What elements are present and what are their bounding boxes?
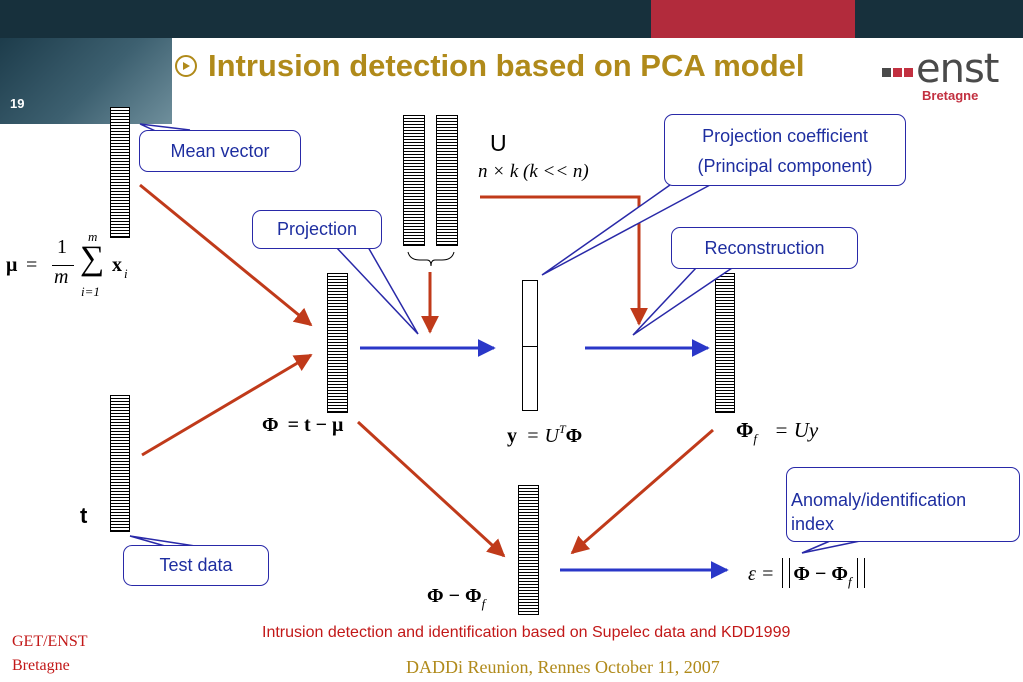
mean-formula: μ = 1 m m ∑ i=1 x i: [6, 226, 141, 306]
phif-formula: Φf = Uy: [736, 418, 818, 447]
projection-coefficient-line2: (Principal component): [697, 156, 873, 176]
u-dimensions: n × k (k << n): [478, 161, 589, 182]
epsilon-lhs: ε =: [748, 563, 775, 585]
anomaly-index-line2: index: [791, 514, 835, 534]
enst-logo: enst Bretagne: [882, 46, 1012, 108]
callout-tail-coefficient: [541, 184, 711, 276]
reconstruction-callout: Reconstruction: [671, 227, 858, 269]
callout-tail-reconstruction: [632, 267, 733, 336]
diff-formula: Φ − Φf: [427, 585, 485, 612]
phi-rhs: = t − μ: [287, 414, 344, 436]
top-banner-accent: [651, 0, 855, 38]
y-coefficient-vector: [522, 280, 538, 411]
test-column-vector: [110, 395, 130, 532]
norm-open: [782, 558, 791, 588]
norm-close: [856, 558, 865, 588]
u-column-vector-2: [436, 115, 458, 246]
test-data-callout: Test data: [123, 545, 269, 586]
slide-title: Intrusion detection based on PCA model: [208, 48, 805, 83]
phif-rhs: = Uy: [774, 418, 819, 442]
phi-column-vector: [327, 273, 348, 413]
y-formula: y = UTΦ: [507, 422, 582, 448]
y-transpose: T: [558, 422, 566, 436]
arrow-mean-to-phi: [139, 183, 313, 327]
mu-equals: =: [26, 254, 38, 276]
epsilon-diff: Φ − Φ: [793, 563, 848, 585]
y-phi: Φ: [565, 425, 583, 447]
slide-number: 19: [10, 96, 25, 111]
diff-expression: Φ − Φ: [427, 585, 482, 607]
frac-bar: [52, 265, 74, 266]
mean-vector-label: Mean vector: [170, 141, 270, 161]
footer-event: DADDi Reunion, Rennes October 11, 2007: [406, 657, 720, 677]
figure-caption: Intrusion detection and identification b…: [262, 624, 791, 641]
projection-label: Projection: [276, 219, 358, 239]
diff-subscript: f: [481, 596, 486, 611]
test-data-label: Test data: [159, 555, 233, 575]
title-bullet-icon: [175, 55, 197, 77]
x-symbol: x: [112, 254, 122, 276]
mean-column-vector: [110, 107, 130, 238]
phif-lhs: Φ: [736, 418, 754, 442]
u-matrix-label: U: [490, 130, 507, 156]
phif-subscript: f: [753, 431, 758, 446]
epsilon-formula: ε = Φ − Φf: [748, 558, 865, 590]
footer-org-line1: GET/ENST: [12, 633, 88, 650]
callout-tail-projection: [335, 246, 419, 335]
arrow-phif-to-diff: [570, 428, 714, 555]
callout-tail-test: [129, 535, 196, 547]
projection-callout: Projection: [252, 210, 382, 249]
anomaly-index-line1: Anomaly/identification: [791, 490, 967, 510]
logo-subtitle: Bretagne: [922, 88, 979, 103]
y-lhs: y: [507, 425, 517, 447]
phi-lhs: Φ: [262, 414, 279, 436]
mu-symbol: μ: [6, 254, 18, 276]
corner-graphic: [0, 38, 172, 124]
sum-bottom: i=1: [81, 284, 100, 299]
anomaly-index-callout: Anomaly/identification index: [786, 467, 1020, 542]
projection-coefficient-callout: Projection coefficient (Principal compon…: [664, 114, 906, 186]
reconstruction-label: Reconstruction: [704, 238, 825, 258]
x-subscript: i: [124, 266, 128, 281]
projection-coefficient-line1: Projection coefficient: [702, 126, 868, 146]
u-brace: [407, 251, 455, 267]
logo-word: enst: [916, 46, 999, 92]
sum-icon: ∑: [80, 240, 105, 277]
logo-dots-icon: [882, 64, 915, 82]
footer-org-line2: Bretagne: [12, 657, 70, 674]
mean-vector-callout: Mean vector: [139, 130, 301, 172]
epsilon-subscript: f: [847, 574, 852, 589]
arrow-test-to-phi: [141, 353, 313, 457]
u-column-vector-1: [403, 115, 425, 246]
y-equals-u: = U: [526, 425, 559, 447]
diff-column-vector: [518, 485, 539, 615]
sum-top: m: [88, 229, 98, 244]
frac-numerator: 1: [57, 236, 67, 258]
callout-tail-anomaly: [801, 540, 861, 554]
arrow-u-to-reconstruction: [480, 195, 648, 326]
arrow-phi-to-diff: [356, 420, 506, 558]
t-label: t: [80, 503, 88, 528]
phi-formula: Φ = t − μ: [262, 414, 343, 437]
frac-denominator: m: [54, 266, 69, 288]
